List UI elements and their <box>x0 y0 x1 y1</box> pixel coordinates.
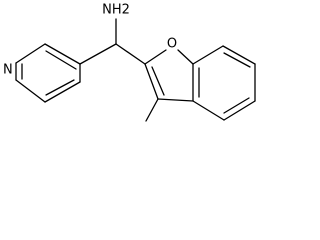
amine-label: NH2 <box>102 3 130 18</box>
bond-furan-c3-c2-double <box>151 66 165 96</box>
bond-lines <box>15 18 256 122</box>
bond-methyl <box>145 98 159 122</box>
bond-benzene-1 <box>192 45 224 65</box>
bond-benzene-4 <box>223 100 256 121</box>
pyridine-nitrogen-label: N <box>3 63 13 78</box>
bond-furan-o-c7a <box>177 49 194 65</box>
bond-pyridine-1 <box>44 43 81 65</box>
bond-pyridine-5 <box>44 81 81 103</box>
bond-benzene-5 <box>192 100 225 121</box>
bond-benzene-2 <box>222 45 256 65</box>
bond-pyridine-5-double <box>45 79 75 96</box>
bond-furan-c3-c2 <box>144 63 159 100</box>
bond-central-furan <box>115 43 146 65</box>
bond-pyridine-2 <box>15 43 46 64</box>
bond-pyridine-4 <box>15 79 46 103</box>
atom-labels: NH2 N O <box>3 3 177 78</box>
bond-furan-c3a-c3 <box>157 98 194 102</box>
bond-benzene-4-double <box>223 97 250 114</box>
chemical-structure: NH2 N O <box>3 3 256 122</box>
furan-oxygen-label: O <box>167 37 177 52</box>
bond-benzene-2-double <box>223 52 251 68</box>
bond-central-pyridine <box>79 43 117 65</box>
bond-furan-c2-o <box>144 49 167 65</box>
bond-pyridine-1-double <box>45 50 77 70</box>
